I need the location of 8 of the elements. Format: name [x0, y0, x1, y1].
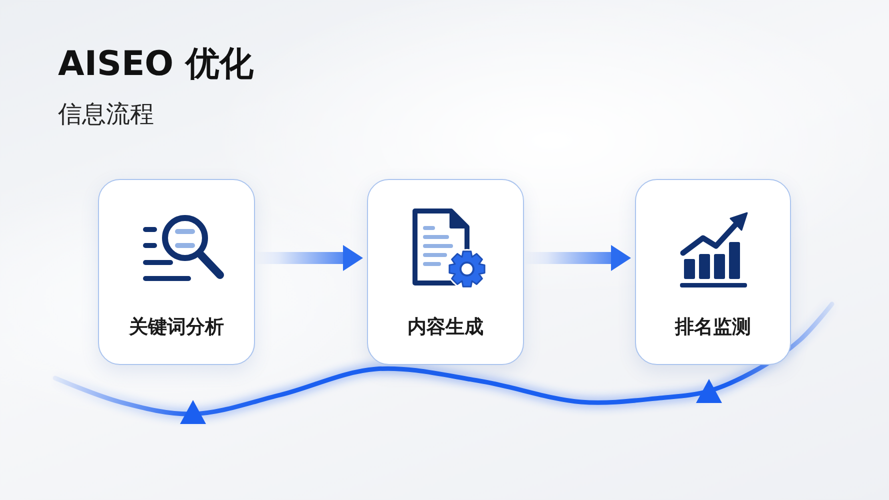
step-label: 内容生成: [406, 316, 484, 339]
step-label: 关键词分析: [128, 316, 225, 339]
process-box: [98, 179, 255, 365]
process-box: [367, 179, 524, 365]
subtitle: 信息流程: [58, 100, 154, 129]
title: AISEO 优化: [58, 44, 254, 85]
step-label: 排名监测: [674, 316, 752, 339]
process-box: [635, 179, 791, 365]
